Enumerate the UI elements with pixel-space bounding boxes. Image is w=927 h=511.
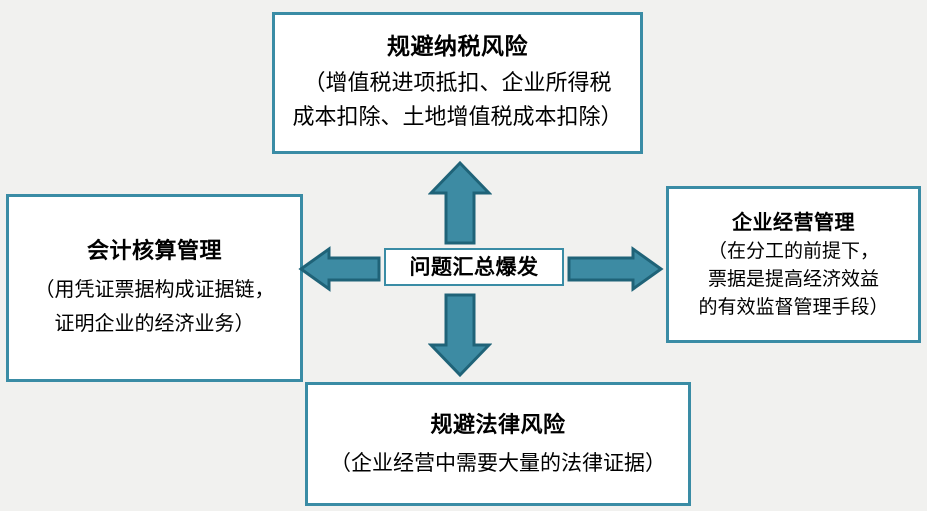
node-legal-risk-description-line: （企业经营中需要大量的法律证据）: [330, 450, 666, 475]
node-tax-risk[interactable]: 规避纳税风险 （增值税进项抵扣、企业所得税 成本扣除、土地增值税成本扣除）: [272, 12, 643, 154]
node-problem-summary-outbreak[interactable]: 问题汇总爆发: [384, 248, 564, 286]
node-business-operation-management[interactable]: 企业经营管理 （在分工的前提下， 票据是提高经济效益 的有效监督管理手段）: [666, 186, 921, 343]
arrow-right-icon: [566, 246, 664, 292]
node-legal-risk-description: （企业经营中需要大量的法律证据）: [330, 446, 666, 480]
arrow-left-icon: [298, 246, 382, 292]
node-business-operation-management-description: （在分工的前提下， 票据是提高经济效益 的有效监督管理手段）: [698, 237, 888, 321]
node-accounting-management-description-line: 证明企业的经济业务）: [54, 311, 255, 335]
node-business-operation-management-description-line: （在分工的前提下，: [707, 239, 879, 262]
node-legal-risk-title: 规避法律风险: [430, 412, 566, 438]
node-problem-summary-outbreak-title: 问题汇总爆发: [409, 255, 539, 279]
node-business-operation-management-title: 企业经营管理: [732, 209, 855, 234]
node-tax-risk-description-line: （增值税进项抵扣、企业所得税: [303, 70, 612, 96]
node-legal-risk[interactable]: 规避法律风险 （企业经营中需要大量的法律证据）: [305, 382, 691, 506]
node-tax-risk-description-line: 成本扣除、土地增值税成本扣除）: [292, 104, 623, 130]
node-business-operation-management-description-line: 票据是提高经济效益: [707, 267, 879, 290]
node-tax-risk-description: （增值税进项抵扣、企业所得税 成本扣除、土地增值税成本扣除）: [292, 67, 622, 135]
node-accounting-management-description-line: （用凭证票据构成证据链，: [34, 277, 275, 301]
node-accounting-management-title: 会计核算管理: [86, 239, 222, 264]
node-accounting-management-description: （用凭证票据构成证据链， 证明企业的经济业务）: [35, 272, 275, 340]
arrow-up-icon: [428, 160, 492, 246]
node-accounting-management[interactable]: 会计核算管理 （用凭证票据构成证据链， 证明企业的经济业务）: [6, 194, 303, 382]
node-tax-risk-title: 规避纳税风险: [387, 33, 528, 60]
node-business-operation-management-description-line: 的有效监督管理手段）: [698, 295, 889, 318]
arrow-down-icon: [428, 292, 492, 378]
